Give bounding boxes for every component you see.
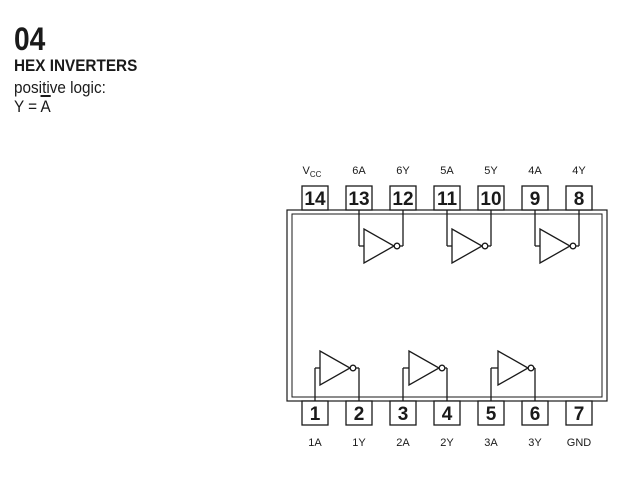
gate-1	[319, 349, 357, 387]
chip-number: 04	[14, 21, 46, 57]
logic-equation: Y = A	[14, 97, 137, 116]
pin-box-13	[345, 185, 373, 211]
gate-2-triangle	[408, 349, 441, 387]
gate-5	[451, 227, 489, 265]
pin-number-1: 1	[310, 404, 321, 425]
gate-3-triangle	[497, 349, 530, 387]
equation-lhs: Y =	[14, 97, 41, 116]
pin-box-7	[565, 400, 593, 426]
pin-number-14: 14	[304, 189, 326, 210]
pin-label-10: 5Y	[484, 165, 498, 177]
pin-box-10	[477, 185, 505, 211]
pin-number-5: 5	[486, 404, 497, 425]
pin-label-11: 5A	[440, 165, 454, 177]
pin-label-2: 1Y	[352, 437, 366, 449]
gate-5-triangle	[451, 227, 484, 265]
pin-number-8: 8	[574, 189, 585, 210]
pin-box-2	[345, 400, 373, 426]
gate-6-bubble	[393, 242, 401, 250]
pin-label-14: VCC	[303, 165, 322, 179]
pin-number-12: 12	[392, 189, 413, 210]
pin-box-8	[565, 185, 593, 211]
pin-label-1: 1A	[308, 437, 322, 449]
pin-label-13: 6A	[352, 165, 366, 177]
equation-rhs: A	[40, 97, 51, 116]
pin-label-3: 2A	[396, 437, 410, 449]
pin-label-8: 4Y	[572, 165, 586, 177]
pin-label-5: 3A	[484, 437, 498, 449]
pin-number-4: 4	[442, 404, 453, 425]
pin-box-1	[301, 400, 329, 426]
gate-3-bubble	[527, 364, 535, 372]
gate-6	[363, 227, 401, 265]
pin-number-11: 11	[437, 189, 458, 210]
pin-box-11	[433, 185, 461, 211]
gate-4-triangle	[539, 227, 572, 265]
gate-2	[408, 349, 446, 387]
pin-box-5	[477, 400, 505, 426]
pin-number-2: 2	[354, 404, 365, 425]
pin-label-6: 3Y	[528, 437, 542, 449]
gate-4	[539, 227, 577, 265]
pin-number-3: 3	[398, 404, 409, 425]
pin-label-main: V	[303, 165, 311, 177]
pin-label-sub: CC	[310, 170, 322, 179]
pin-label-7: GND	[567, 437, 592, 449]
chip-name: HEX INVERTERS	[14, 56, 138, 75]
pin-box-3	[389, 400, 417, 426]
gate-2-bubble	[438, 364, 446, 372]
gate-3	[497, 349, 535, 387]
gate-1-triangle	[319, 349, 352, 387]
pin-box-6	[521, 400, 549, 426]
pin-number-9: 9	[530, 189, 541, 210]
pin-box-14	[301, 185, 329, 211]
pin-number-13: 13	[348, 189, 369, 210]
pin-label-4: 2Y	[440, 437, 454, 449]
gate-6-triangle	[363, 227, 396, 265]
pin-box-4	[433, 400, 461, 426]
pin-number-6: 6	[530, 404, 541, 425]
gate-4-bubble	[569, 242, 577, 250]
pin-number-7: 7	[574, 404, 585, 425]
chip-header: 04 HEX INVERTERS positive logic: Y = A	[14, 22, 151, 116]
pin-number-10: 10	[480, 189, 501, 210]
pin-label-12: 6Y	[396, 165, 410, 177]
gate-1-bubble	[349, 364, 357, 372]
gate-5-bubble	[481, 242, 489, 250]
pin-label-9: 4A	[528, 165, 542, 177]
logic-label: positive logic:	[14, 78, 106, 97]
